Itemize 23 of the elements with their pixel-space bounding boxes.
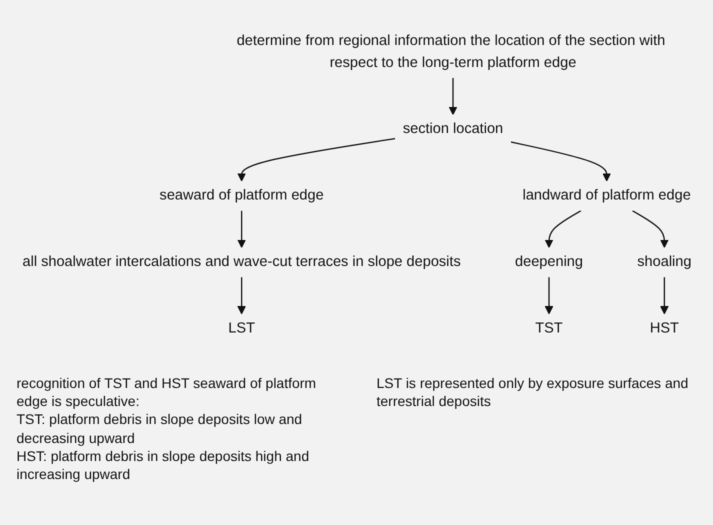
arrow xyxy=(510,141,610,182)
node-text: section location xyxy=(402,120,503,137)
arrow xyxy=(632,210,668,248)
note-text: recognition of TST and HST seaward of platform edge is speculative: xyxy=(16,374,318,410)
note-text: LST is represented only by exposure surfaces and terrestrial deposits xyxy=(376,374,690,410)
arrow xyxy=(236,138,395,182)
node-text: TST xyxy=(534,320,562,336)
arrow xyxy=(236,210,246,248)
node-text: deepening xyxy=(514,253,582,270)
arrow xyxy=(544,210,581,248)
node-text: all shoalwater intercalations and wave-cut terraces in slope deposits xyxy=(22,253,460,270)
arrow xyxy=(236,277,246,314)
arrow xyxy=(448,78,457,116)
node-text: HST xyxy=(649,320,678,336)
arrow xyxy=(544,277,553,314)
node-text: seaward of platform edge xyxy=(159,186,324,204)
node-text: landward of platform edge xyxy=(522,186,690,204)
note-text: TST: platform debris in slope deposits low and decreasing upward xyxy=(16,410,304,447)
note-text: HST: platform debris in slope deposits high and increasing upward xyxy=(16,446,310,484)
arrow xyxy=(660,277,668,314)
node-text: shoaling xyxy=(636,253,691,270)
node-text: LST xyxy=(228,320,254,336)
node-text: determine from regional information the location of the section with respect to the long-term platform edge xyxy=(236,32,665,71)
